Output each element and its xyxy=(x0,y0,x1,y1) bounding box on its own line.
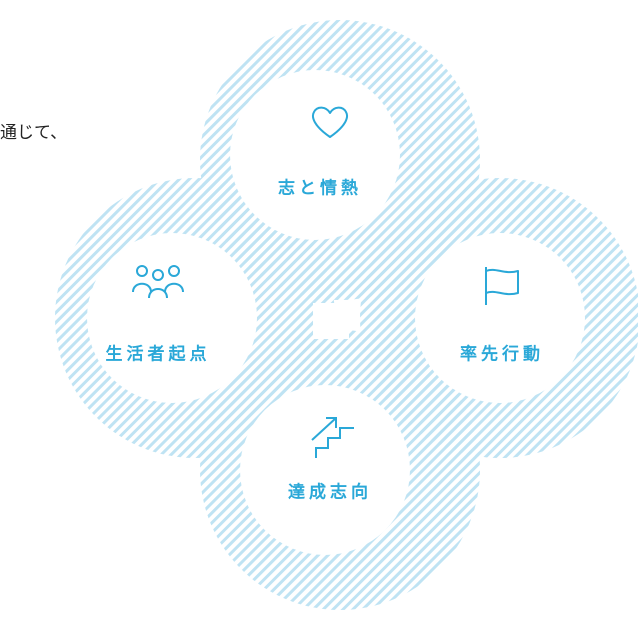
node-left-icon-wrap xyxy=(130,262,186,306)
flag-icon xyxy=(485,267,519,305)
stairs-arrow-icon xyxy=(311,417,354,458)
node-right-label: 率先行動 xyxy=(460,344,544,365)
node-top-icon-wrap xyxy=(310,104,350,144)
center-square xyxy=(313,303,349,339)
intro-text-fragment: 通じて、 xyxy=(0,123,68,143)
node-bottom-label: 達成志向 xyxy=(288,482,372,503)
disc-bottom xyxy=(240,385,410,555)
disc-top xyxy=(230,70,400,240)
node-right-icon-wrap xyxy=(480,265,524,311)
disc-right xyxy=(415,233,585,403)
node-bottom-icon-wrap xyxy=(308,414,360,466)
people-icon xyxy=(132,265,184,299)
node-left-label: 生活者起点 xyxy=(105,344,211,365)
inner-discs xyxy=(87,70,585,555)
disc-left xyxy=(87,233,257,403)
heart-icon xyxy=(311,106,349,138)
node-top-label: 志と情熱 xyxy=(278,178,362,199)
